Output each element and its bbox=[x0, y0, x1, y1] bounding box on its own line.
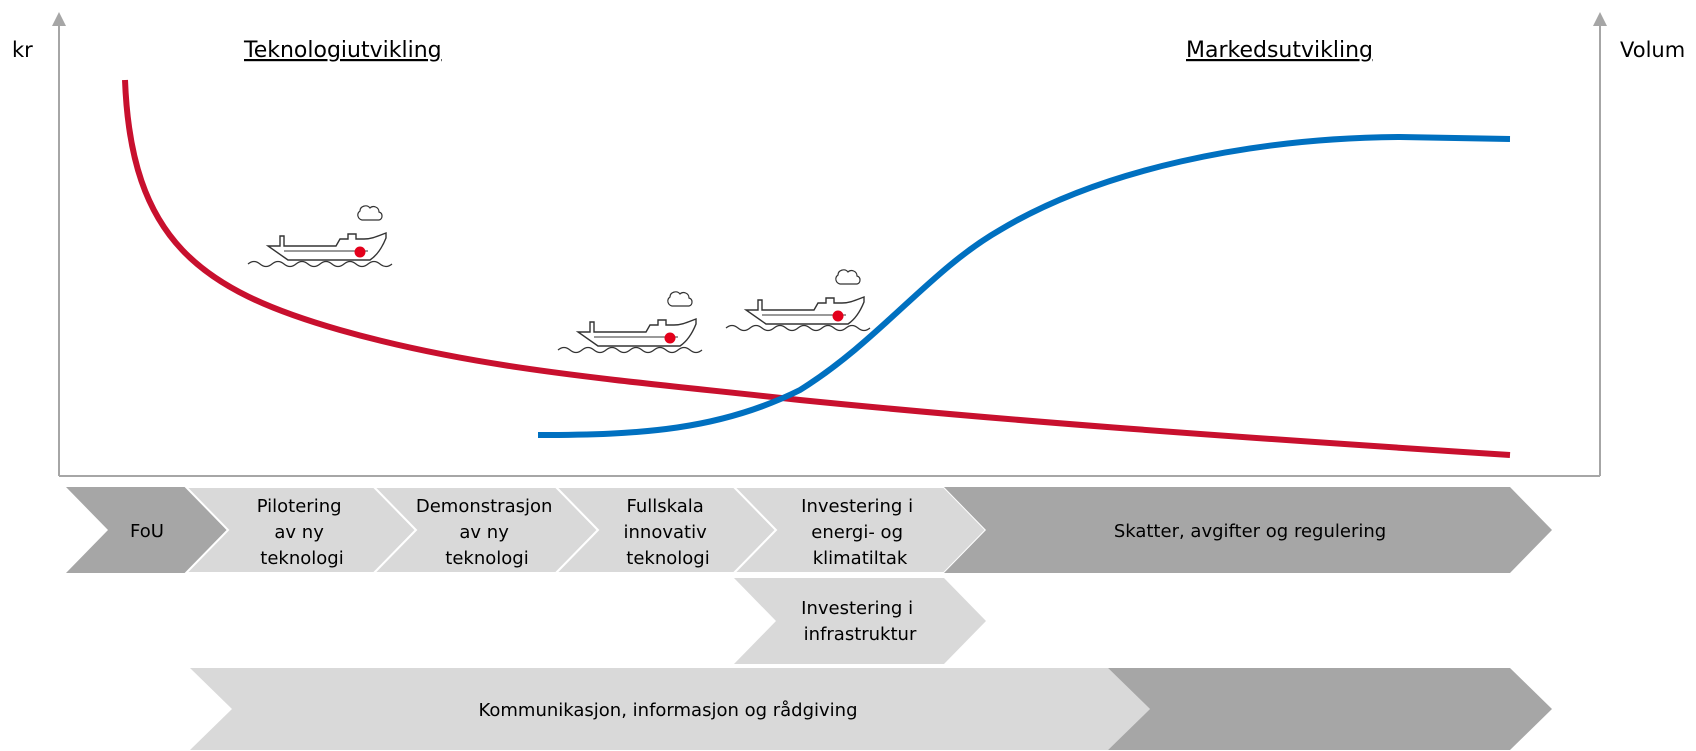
left-axis-label: kr bbox=[12, 38, 33, 62]
right-axis-label: Volum bbox=[1620, 38, 1685, 62]
left-axis-arrow-icon bbox=[52, 12, 66, 26]
communication-dark-segment bbox=[1108, 668, 1552, 750]
phase-investering-infrastruktur bbox=[734, 578, 986, 664]
infrastructure-row: Investering i infrastruktur bbox=[734, 578, 986, 664]
technology-heading: Teknologiutvikling bbox=[243, 38, 442, 63]
axes bbox=[52, 12, 1607, 477]
communication-light-segment bbox=[190, 668, 1150, 750]
cost-curve bbox=[122, 79, 1511, 458]
phase-label-fou: FoU bbox=[130, 521, 164, 542]
phase-label-investering-energi: Investering i energi- og klimatiltak bbox=[801, 496, 919, 569]
phase-label-fullskala: Fullskala innovativ teknologi bbox=[624, 496, 713, 569]
communication-row: Kommunikasjon, informasjon og rådgiving bbox=[190, 668, 1552, 750]
phase-row: FoU Pilotering av ny teknologi Demonstra… bbox=[66, 486, 1552, 574]
phase-fou bbox=[66, 487, 228, 573]
phase-label-pilotering: Pilotering av ny teknologi bbox=[257, 496, 348, 569]
communication-label: Kommunikasjon, informasjon og rådgiving bbox=[478, 700, 857, 721]
right-axis-arrow-icon bbox=[1593, 12, 1607, 26]
phase-label-demonstrasjon: Demonstrasjon av ny teknologi bbox=[416, 496, 558, 569]
volume-curve bbox=[537, 133, 1511, 438]
phase-label-skatter: Skatter, avgifter og regulering bbox=[1114, 521, 1386, 542]
ship-icon bbox=[725, 269, 871, 332]
ship-icon bbox=[247, 205, 393, 268]
ship-icon bbox=[557, 291, 703, 354]
phase-label-infrastruktur: Investering i infrastruktur bbox=[801, 598, 919, 645]
phase-skatter bbox=[944, 487, 1552, 573]
market-heading: Markedsutvikling bbox=[1186, 38, 1373, 63]
